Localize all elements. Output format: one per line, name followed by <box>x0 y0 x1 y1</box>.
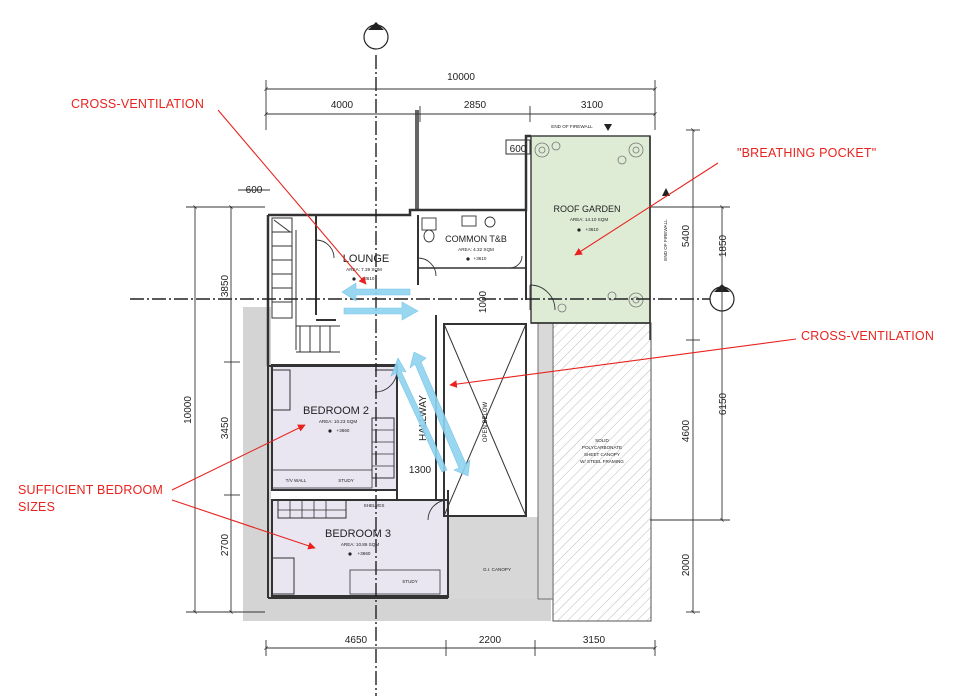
dim-600-planter: 600 <box>510 144 527 155</box>
stair <box>271 217 340 353</box>
study-label-bed2: STUDY <box>338 478 354 483</box>
canopy-text-1: SOLID <box>595 438 609 443</box>
toilet-fixtures <box>417 215 523 277</box>
dim-left-2: 3450 <box>220 416 231 439</box>
polycarbonate-canopy-zone <box>552 322 652 622</box>
roof-garden-area-text: AREA: 14.10 SQM <box>570 217 608 222</box>
common-tb-level: +3610 <box>474 256 487 261</box>
dim-right-1: 5400 <box>681 224 692 247</box>
dim-bottom-2: 2200 <box>479 635 502 646</box>
dim-top-1: 4000 <box>331 100 354 111</box>
end-firewall-top-label: END OF FIREWALL <box>551 124 593 129</box>
canopy-text-4: W/ STEEL FRAMING <box>580 459 624 464</box>
shelves-label: SHELVES <box>364 503 385 508</box>
dimension-labels: 10000 4000 2850 3100 4650 2200 3150 1000… <box>183 72 729 646</box>
annotation-breathing-pocket: "BREATHING POCKET" <box>737 146 877 160</box>
roof-garden-level: +3610 <box>586 227 599 232</box>
lounge-level: +3610 <box>362 276 375 281</box>
canopy-strip <box>537 322 554 600</box>
bedroom3-area <box>271 499 449 597</box>
open-below-label: OPEN BELOW <box>483 401 489 442</box>
gi-canopy-label: G.I. CANOPY <box>483 567 511 572</box>
dim-left-total: 10000 <box>183 396 194 424</box>
common-tb-name: COMMON T&B <box>445 234 507 244</box>
annotation-cross-ventilation-right: CROSS-VENTILATION <box>801 329 935 343</box>
dim-bottom-3: 3150 <box>583 635 606 646</box>
annotation-leaders <box>171 109 797 550</box>
bottom-shade-zone <box>243 597 551 621</box>
dimension-lines <box>186 80 730 656</box>
dim-top-3: 3100 <box>581 100 604 111</box>
canopy-text-3: SHEET CANOPY <box>584 452 620 457</box>
annotation-sufficient-bedroom-line2: SIZES <box>18 500 56 514</box>
dim-bottom-1: 4650 <box>345 635 368 646</box>
roof-garden-name: ROOF GARDEN <box>553 204 620 214</box>
bedroom2-level: +3660 <box>337 428 350 433</box>
room-labels: LOUNGE AREA: 7.39 SQM +3610 COMMON T&B A… <box>286 124 668 584</box>
bedroom2-name: BEDROOM 2 <box>303 405 369 417</box>
annotation-cross-ventilation-top: CROSS-VENTILATION <box>71 97 205 111</box>
bedroom3-name: BEDROOM 3 <box>325 528 391 540</box>
dim-right-far-2: 6150 <box>718 392 729 415</box>
dim-right-3: 2000 <box>681 553 692 576</box>
gi-canopy-zone <box>447 517 551 599</box>
bedroom2-area <box>271 364 398 491</box>
annotation-sufficient-bedroom-line1: SUFFICIENT BEDROOM <box>18 483 164 497</box>
dim-1300: 1300 <box>409 465 432 476</box>
bedroom2-area-text: AREA: 10.23 SQM <box>319 419 357 424</box>
lounge-name: LOUNGE <box>343 253 389 265</box>
ventilation-arrows <box>341 282 471 477</box>
level-markers <box>328 228 581 556</box>
dim-right-far-1: 1850 <box>718 234 729 257</box>
dim-left-3: 2700 <box>220 533 231 556</box>
roof-garden-area <box>530 135 651 324</box>
hallway-label: HALLWAY <box>418 395 429 441</box>
annotation-sufficient-bedroom: SUFFICIENT BEDROOM SIZES <box>18 482 163 516</box>
axis-lines <box>130 55 722 696</box>
lounge-area: AREA: 7.39 SQM <box>346 267 382 272</box>
garden-plants <box>534 141 644 313</box>
dim-left-1: 3850 <box>220 274 231 297</box>
canopy-text-2: POLYCARBONATE <box>582 445 622 450</box>
bedroom3-area-text: AREA: 10.86 SQM <box>341 542 379 547</box>
left-shade-zone <box>243 307 271 620</box>
bedroom3-level: +3660 <box>358 551 371 556</box>
tv-wall-label: T/V WALL <box>286 478 307 483</box>
dim-1000: 1000 <box>478 290 489 313</box>
common-tb-area: AREA: 4.32 SQM <box>458 247 494 252</box>
dim-top-total: 10000 <box>447 72 475 83</box>
dim-right-2: 4600 <box>681 419 692 442</box>
garden-planter <box>505 139 531 155</box>
dim-left-600: 600 <box>246 185 263 196</box>
dim-top-2: 2850 <box>464 100 487 111</box>
cabinets <box>271 369 441 595</box>
study-label-bed3: STUDY <box>402 579 418 584</box>
firewall-markers <box>604 124 670 196</box>
end-firewall-side-label: END OF FIREWALL <box>663 219 668 261</box>
